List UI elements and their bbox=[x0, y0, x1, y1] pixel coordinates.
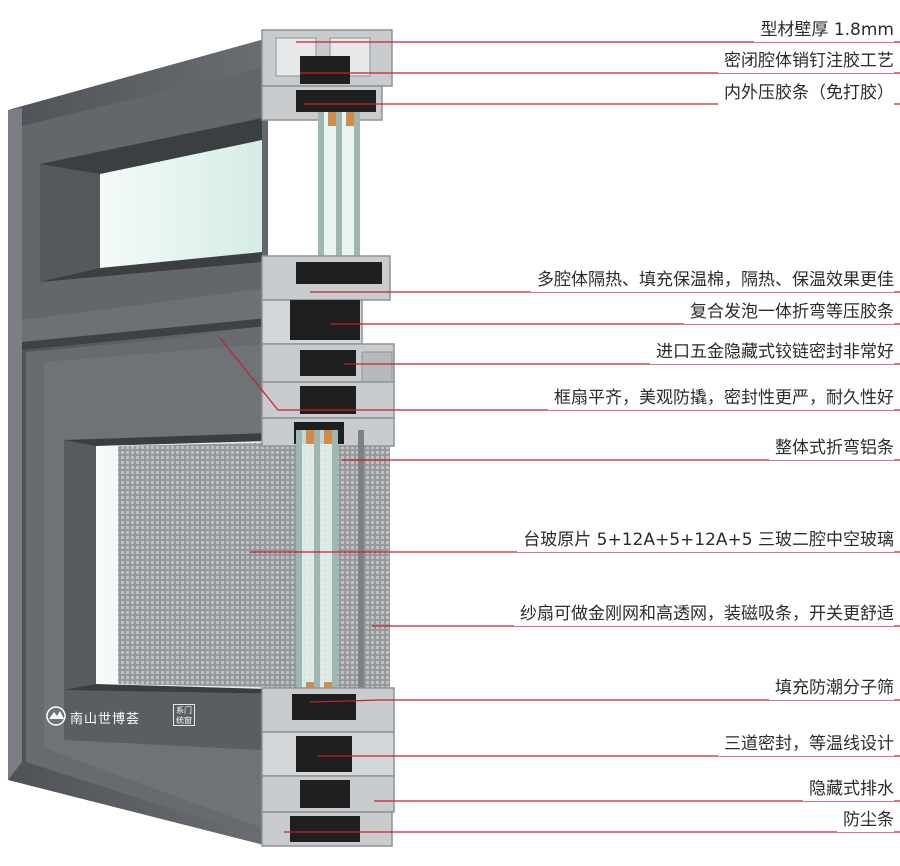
callout-wall-thickness: 型材壁厚 1.8mm bbox=[754, 18, 894, 42]
upper-glass bbox=[100, 140, 262, 268]
callout-triple-seal: 三道密封，等温线设计 bbox=[718, 732, 894, 756]
callout-bent-spacer: 整体式折弯铝条 bbox=[769, 436, 894, 460]
lower-reveal bbox=[64, 440, 96, 690]
callout-multi-cavity: 多腔体隔热、填充保温棉，隔热、保温效果更佳 bbox=[531, 268, 894, 292]
callout-pressure-strip: 内外压胶条（免打胶） bbox=[718, 81, 894, 105]
mullion-shadow bbox=[22, 318, 268, 350]
profile-cross-section bbox=[261, 29, 395, 847]
callout-glass: 台玻原片 5+12A+5+12A+5 三玻二腔中空玻璃 bbox=[517, 528, 894, 552]
upper-reveal bbox=[40, 164, 100, 282]
callout-pin-glue: 密闭腔体销钉注胶工艺 bbox=[718, 49, 894, 73]
mullion bbox=[22, 288, 268, 342]
callout-drainage: 隐藏式排水 bbox=[803, 777, 894, 801]
brand-logo-icon bbox=[46, 706, 66, 726]
frame-edge bbox=[8, 108, 22, 780]
callout-foam-strip: 复合发泡一体折弯等压胶条 bbox=[684, 300, 894, 324]
screen-mesh bbox=[118, 440, 390, 690]
leader-desiccant bbox=[309, 699, 900, 703]
leader-lines bbox=[219, 41, 900, 833]
leader-flush-frame bbox=[219, 337, 900, 411]
callout-screen: 纱扇可做金刚网和高透网，装磁吸条，开关更舒适 bbox=[514, 602, 894, 626]
brand-badge: 系门 统窗 bbox=[173, 704, 195, 726]
lower-sill bbox=[64, 690, 300, 752]
brand-logo-text: 南山世博荟 bbox=[70, 712, 141, 727]
callout-desiccant: 填充防潮分子筛 bbox=[769, 676, 894, 700]
callout-flush-frame: 框扇平齐，美观防撬，密封性更严，耐久性好 bbox=[548, 386, 894, 410]
callout-dust-strip: 防尘条 bbox=[837, 808, 894, 832]
callout-hinge: 进口五金隐藏式铰链密封非常好 bbox=[650, 340, 894, 364]
